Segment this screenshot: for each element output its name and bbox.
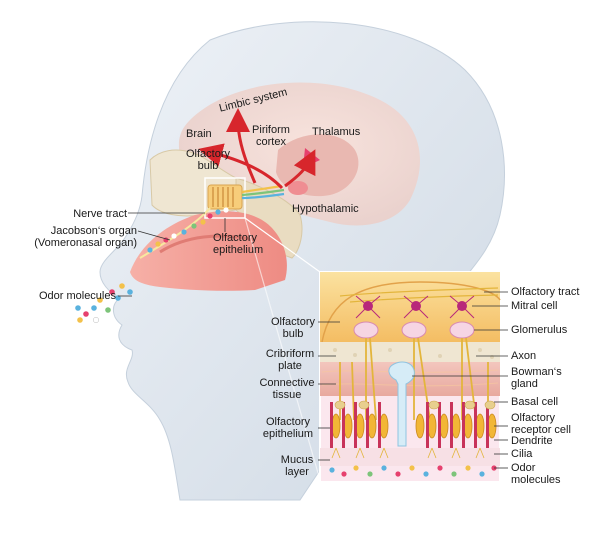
bowmans-gland <box>388 361 415 447</box>
label-olfactory-epithelium-detail: Olfactory epithelium <box>258 416 318 440</box>
label-olfactory-receptor-cell-line2: receptor cell <box>511 424 571 436</box>
label-piriform-cortex-line2: cortex <box>256 136 286 148</box>
leader-lines-head <box>118 212 226 297</box>
label-axon: Axon <box>511 350 537 362</box>
label-mucus-layer: Mucus layer <box>276 454 318 478</box>
label-mitral-cell: Mitral cell <box>511 300 558 312</box>
label-cribriform-plate-line2: plate <box>278 360 302 372</box>
label-thalamus: Thalamus <box>312 126 361 138</box>
hypothalamus-shape <box>288 181 308 195</box>
label-hypothalamic: Hypothalamic <box>292 203 359 215</box>
label-odor-molecules-detail: Odor molecules <box>511 462 561 486</box>
label-jacobsons-organ: Jacobson‘s organ (Vomeronasal organ) <box>5 225 137 249</box>
label-connective-tissue: Connective tissue <box>256 377 318 401</box>
label-olfactory-receptor-cell-line1: Olfactory <box>511 412 556 424</box>
label-olfactory-epithelium-detail-line1: Olfactory <box>265 416 310 428</box>
label-glomerulus: Glomerulus <box>511 324 568 336</box>
label-connective-tissue-line1: Connective <box>259 377 315 389</box>
label-piriform-cortex: Piriform cortex <box>247 124 295 148</box>
arrow-to-thalamus <box>284 149 316 188</box>
label-odor-molecules-detail-line1: Odor <box>511 462 536 474</box>
label-olfactory-epithelium-head: Olfactory epithelium <box>213 232 263 256</box>
label-dendrite: Dendrite <box>511 435 553 447</box>
label-olfactory-epithelium-head-line2: epithelium <box>213 244 264 256</box>
label-olfactory-bulb-detail-line1: Olfactory <box>270 316 315 328</box>
label-odor-molecules-detail-line2: molecules <box>511 474 561 486</box>
label-olfactory-receptor-cell: Olfactory receptor cell <box>511 412 571 436</box>
label-piriform-cortex-line1: Piriform <box>252 124 290 136</box>
label-nerve-tract: Nerve tract <box>73 208 127 220</box>
receptor-cells <box>330 400 497 448</box>
label-cribriform-plate-line1: Cribriform <box>265 348 315 360</box>
detail-inset <box>319 271 501 483</box>
cilia <box>331 447 485 459</box>
label-mucus-layer-line2: layer <box>285 466 309 478</box>
label-bowmans-gland-line2: gland <box>511 378 538 390</box>
label-olfactory-epithelium-head-line1: Olfactory <box>213 232 258 244</box>
mitral-cells <box>355 295 475 319</box>
label-brain: Brain <box>186 128 212 140</box>
label-olfactory-bulb-head-line1: Olfactory <box>185 148 230 160</box>
olfactory-tract-fibers <box>339 287 499 303</box>
label-jacobsons-organ-line2: (Vomeronasal organ) <box>34 237 137 249</box>
label-cilia: Cilia <box>511 448 533 460</box>
label-olfactory-bulb-head: Olfactory bulb <box>183 148 233 172</box>
arrow-to-brain <box>198 143 284 190</box>
cribriform-plate <box>320 342 500 362</box>
nasal-turbinate <box>159 234 256 254</box>
label-bowmans-gland: Bowman‘s gland <box>511 366 562 390</box>
label-mucus-layer-line1: Mucus <box>280 454 314 466</box>
label-basal-cell: Basal cell <box>511 396 559 408</box>
zoom-connector-top <box>244 217 321 273</box>
label-olfactory-bulb-detail: Olfactory bulb <box>268 316 318 340</box>
leader-lines-detail-left <box>318 321 340 461</box>
odor-molecules-detail <box>329 465 497 477</box>
label-olfactory-bulb-head-line2: bulb <box>197 160 219 172</box>
odor-molecules-outside <box>75 283 133 324</box>
leader-lines-detail-right <box>412 291 508 469</box>
label-olfactory-tract: Olfactory tract <box>511 286 580 298</box>
label-cribriform-plate: Cribriform plate <box>262 348 318 372</box>
glomeruli <box>353 321 475 339</box>
label-olfactory-bulb-detail-line2: bulb <box>282 328 304 340</box>
label-olfactory-epithelium-detail-line2: epithelium <box>262 428 314 440</box>
label-odor-molecules-head: Odor molecules <box>38 290 116 302</box>
label-connective-tissue-line2: tissue <box>272 389 302 401</box>
nerve-tract-line <box>139 207 211 259</box>
label-bowmans-gland-line1: Bowman‘s <box>511 366 562 378</box>
nasal-cavity <box>130 211 287 291</box>
mucus-layer <box>320 448 500 466</box>
zoom-connector-bottom <box>244 217 321 481</box>
label-jacobsons-organ-line1: Jacobson‘s organ <box>50 225 137 237</box>
nasal-odor-dots <box>147 207 229 253</box>
arrow-limbic <box>226 108 257 184</box>
olfactory-bulb-stripes <box>212 187 234 207</box>
